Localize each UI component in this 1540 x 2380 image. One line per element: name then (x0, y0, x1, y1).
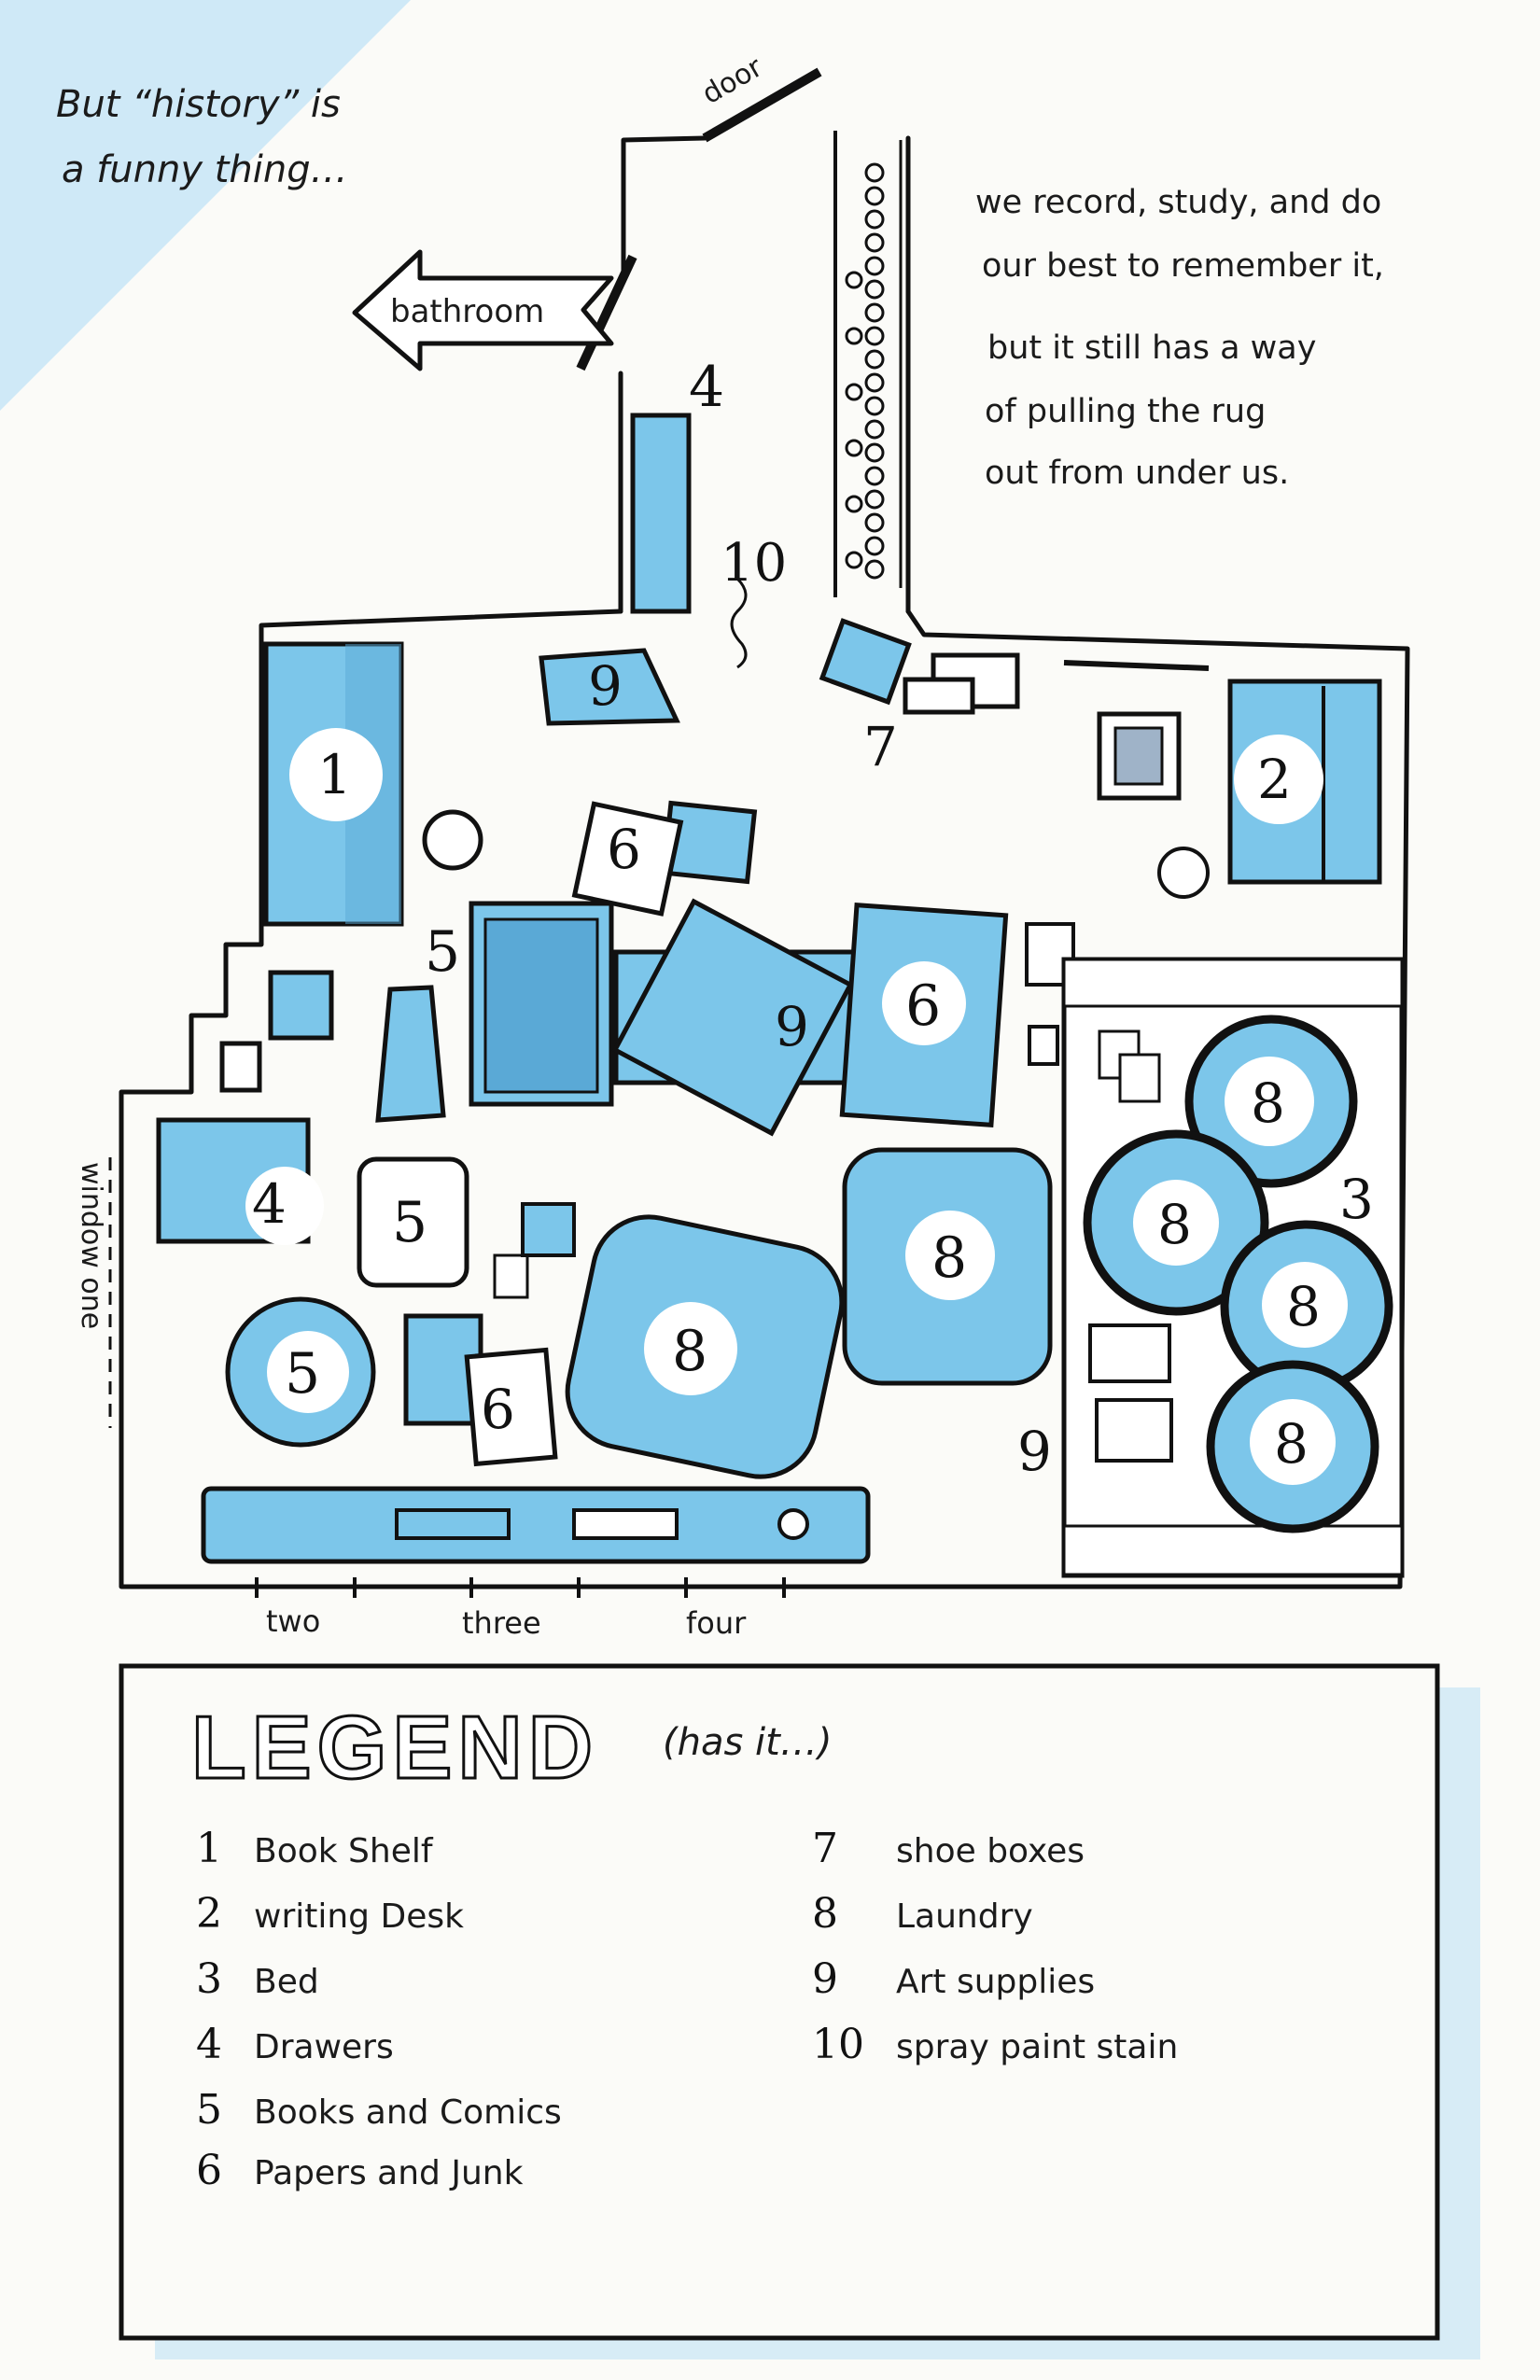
intro-right-line-4: of pulling the rug (985, 393, 1266, 430)
window-one-label: window one (75, 1162, 107, 1329)
window-one: window one (75, 1157, 112, 1428)
intro-right-line-5: out from under us. (985, 455, 1289, 492)
legend-label: Bed (254, 1963, 319, 2001)
legend-label: Drawers (254, 2028, 394, 2066)
intro-right-line-1: we record, study, and do (975, 184, 1381, 221)
legend-num: 10 (812, 2021, 864, 2068)
marker-laundry-bed-1: 8 (1251, 1071, 1285, 1135)
marker-books-center: 5 (425, 919, 460, 985)
legend-num: 3 (196, 1955, 222, 2003)
window-three-label: three (462, 1605, 541, 1641)
legend-label: Papers and Junk (254, 2154, 524, 2192)
corner-wash (0, 0, 411, 411)
small-crate (219, 1041, 262, 1093)
legend-num: 8 (812, 1890, 838, 1938)
legend-label: shoe boxes (896, 1832, 1085, 1870)
marker-books-left-b: 5 (285, 1341, 320, 1407)
intro-left-line-1: But “history” is (56, 83, 341, 126)
legend-label: writing Desk (254, 1897, 464, 1936)
spray-paint-stain (730, 577, 748, 669)
legend-label: Art supplies (896, 1963, 1095, 2001)
legend-num: 1 (196, 1825, 222, 1872)
closet-hangers (845, 140, 903, 588)
number-markers: 1 2 3 4 4 5 5 5 6 6 6 7 8 8 8 8 8 8 9 9 … (252, 355, 1374, 1483)
marker-bookshelf: 1 (317, 743, 352, 806)
papers-top (571, 800, 758, 917)
marker-papers-bottom: 6 (481, 1378, 515, 1441)
marker-writing-desk: 2 (1257, 748, 1292, 811)
bathroom-label: bathroom (390, 293, 544, 330)
intro-right-line-3: but it still has a way (987, 329, 1316, 367)
legend-title: LEGEND (191, 1698, 598, 1798)
legend-label: Books and Comics (254, 2093, 562, 2132)
marker-art-bottom: 9 (1017, 1420, 1052, 1483)
bathroom-door (576, 254, 637, 371)
legend-num: 4 (196, 2021, 222, 2068)
marker-laundry-bed-3: 8 (1286, 1275, 1321, 1338)
marker-laundry-center: 8 (672, 1319, 707, 1384)
drawers-top (630, 413, 692, 614)
art-supplies-top (539, 648, 680, 726)
legend-num: 5 (196, 2086, 222, 2134)
shoe-boxes (819, 618, 1020, 715)
bottom-shelf (201, 1486, 871, 1564)
legend-label: spray paint stain (896, 2028, 1178, 2066)
door-label: door (697, 50, 769, 111)
legend-num: 7 (812, 1825, 838, 1872)
bottom-windows: two three four (255, 1577, 786, 1641)
marker-papers-top: 6 (607, 818, 641, 881)
marker-bed: 3 (1339, 1168, 1374, 1231)
marker-papers-right: 6 (905, 973, 941, 1039)
small-box (268, 970, 334, 1041)
papers-bottom (403, 1202, 576, 1467)
trash-bin (375, 985, 446, 1123)
window-two-label: two (266, 1603, 320, 1639)
intro-right-line-2: our best to remember it, (982, 247, 1384, 285)
intro-left-line-2: a funny thing… (62, 148, 348, 191)
legend-column-left: 1 Book Shelf 2 writing Desk 3 Bed 4 Draw… (196, 1825, 562, 2194)
door-panel (702, 67, 822, 143)
marker-books-left-a: 5 (392, 1190, 427, 1255)
intro-right: we record, study, and do our best to rem… (975, 184, 1384, 492)
wall-shelf (1063, 660, 1210, 671)
marker-art-center: 9 (775, 995, 809, 1058)
marker-shoe-boxes: 7 (863, 715, 898, 778)
marker-spray-stain: 10 (721, 533, 787, 594)
legend-label: Book Shelf (254, 1832, 434, 1870)
bathroom-arrow: bathroom (352, 249, 614, 371)
lamp (422, 809, 483, 871)
marker-spots (245, 728, 1348, 1485)
marker-laundry-bed-2: 8 (1157, 1193, 1192, 1256)
legend-num: 9 (812, 1955, 838, 2003)
marker-drawers-top: 4 (689, 355, 724, 420)
legend-num: 6 (196, 2147, 222, 2194)
legend-label: Laundry (896, 1897, 1033, 1936)
books-center (469, 901, 614, 1107)
intro-left: But “history” is a funny thing… (56, 83, 348, 191)
marker-laundry-mid: 8 (931, 1225, 967, 1291)
marker-laundry-bed-4: 8 (1274, 1412, 1309, 1476)
legend-column-right: 7 shoe boxes 8 Laundry 9 Art supplies 10… (812, 1825, 1178, 2068)
marker-art-top: 9 (588, 654, 623, 718)
room-walls (119, 609, 1410, 1589)
legend-num: 2 (196, 1890, 222, 1938)
marker-drawers-left: 4 (252, 1172, 287, 1236)
art-center-group (611, 898, 1075, 1137)
window-four-label: four (686, 1605, 747, 1641)
legend-box: LEGEND (has it…) 1 Book Shelf 2 writing … (119, 1663, 1480, 2359)
legend-subtitle: (has it…) (663, 1721, 832, 1764)
